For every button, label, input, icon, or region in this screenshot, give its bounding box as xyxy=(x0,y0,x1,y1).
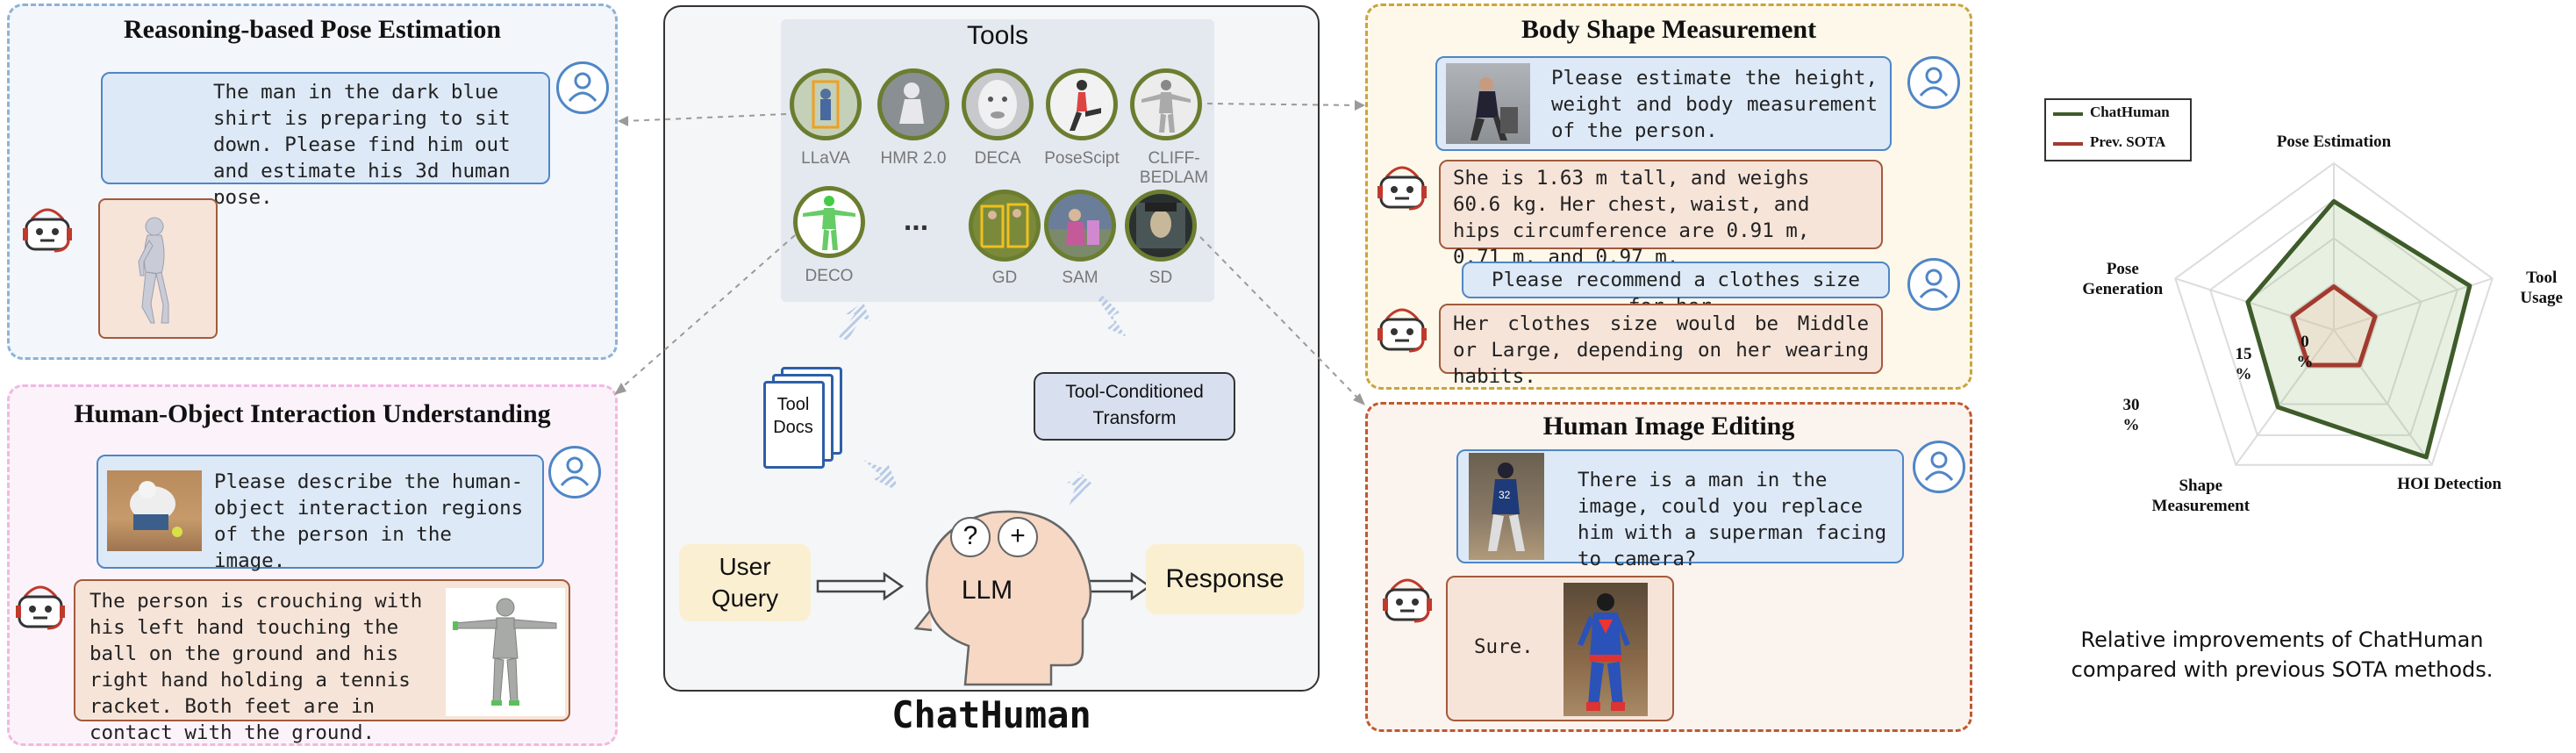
llm-label: LLM xyxy=(961,576,1013,605)
chart-caption: Relative improvements of ChatHuman compa… xyxy=(2071,628,2494,682)
woman-photo xyxy=(1446,63,1530,144)
radar-ring-label: 15 % xyxy=(2235,345,2252,384)
cliff-bedlam-tool-label: CLIFF-BEDLAM xyxy=(1139,149,1209,187)
body-bot-text-2: Her clothes size would be Middle or Larg… xyxy=(1453,312,1869,388)
hmr-tool-label: HMR 2.0 xyxy=(880,149,947,168)
user-avatar-icon xyxy=(556,61,609,114)
radar-axis-label: Pose Generation xyxy=(2082,260,2164,299)
superman-result-photo xyxy=(1563,583,1648,716)
llava-tool-icon xyxy=(790,68,862,140)
robot-icon xyxy=(19,200,75,256)
radar-series-prev-sota xyxy=(2290,284,2378,368)
radar-legend: ChatHuman Prev. SOTA xyxy=(2044,98,2192,161)
svg-text:32: 32 xyxy=(1499,489,1511,501)
robot-icon xyxy=(1374,300,1430,356)
hoi-bot-text: The person is crouching with his left ha… xyxy=(89,590,423,744)
pose-user-bubble: The man in the dark blue shirt is prepar… xyxy=(101,72,550,209)
llm-question-mark: ? xyxy=(962,521,978,550)
llm-plus-mark: + xyxy=(1010,521,1026,550)
sd-tool-label: SD xyxy=(1148,269,1173,287)
radar-axis-label: Pose Estimation xyxy=(2276,133,2392,151)
legend-prev-sota-label: Prev. SOTA xyxy=(2090,133,2166,150)
user-query-box: User Query xyxy=(679,544,811,621)
user-avatar-icon xyxy=(1913,441,1965,493)
baseball-player-photo: 32 xyxy=(1469,453,1544,560)
cliff-bedlam-tool-icon xyxy=(1130,68,1202,140)
robot-icon xyxy=(1374,158,1430,214)
radar-grid-ring xyxy=(2288,282,2379,369)
user-avatar-icon xyxy=(548,446,601,498)
tool-conditioned-transform-box: Tool-Conditioned Transform xyxy=(1034,372,1235,441)
chathuman-title: ChatHuman xyxy=(891,693,1091,736)
hoi-user-text: Please describe the human-object interac… xyxy=(214,470,524,572)
deco-tool-label: DECO xyxy=(805,267,854,285)
body-bot-text: She is 1.63 m tall, and weighs 60.6 kg. … xyxy=(1453,167,1810,269)
robot-icon xyxy=(1379,570,1435,627)
response-box: Response xyxy=(1146,544,1304,614)
hmr-tool-icon xyxy=(877,68,949,140)
edit-bot-text: Sure. xyxy=(1474,635,1534,658)
user-query-label: User Query xyxy=(711,553,779,612)
radar-grid-ring xyxy=(2208,198,2459,436)
radar-ring-label: 30 % xyxy=(2122,396,2140,434)
body-bot-bubble: She is 1.63 m tall, and weighs 60.6 kg. … xyxy=(1439,160,1883,269)
posescript-tool-icon xyxy=(1046,68,1118,140)
radar-grid-ring xyxy=(2245,237,2422,405)
llm-head-icon xyxy=(913,510,1092,686)
legend-chathuman-swatch xyxy=(2053,112,2083,116)
radar-axis-label: Tool Usage xyxy=(2520,269,2563,308)
gd-tool-label: GD xyxy=(991,269,1018,287)
user-avatar-icon xyxy=(1907,56,1960,109)
radar-axis-line xyxy=(2174,277,2335,331)
radar-axis-line xyxy=(2333,277,2494,331)
edit-user-text: There is a man in the image, could you r… xyxy=(1578,469,1887,570)
radar-ring-label: 0 % xyxy=(2296,333,2314,371)
posescript-tool-label: PoseScipt xyxy=(1044,149,1120,168)
radar-series-chathuman xyxy=(2245,198,2472,460)
more-tools-ellipsis: ... xyxy=(903,204,929,237)
radar-axis-line xyxy=(2235,329,2335,466)
edit-panel-title: Human Image Editing xyxy=(1542,412,1795,441)
pose-panel-title: Reasoning-based Pose Estimation xyxy=(123,15,502,44)
llava-tool-label: LLaVA xyxy=(801,149,850,168)
sam-tool-icon xyxy=(1044,190,1116,262)
flow-arrows xyxy=(816,295,1152,601)
radar-chart xyxy=(2174,161,2494,466)
body-panel-title: Body Shape Measurement xyxy=(1521,15,1817,44)
hoi-result-mesh xyxy=(446,588,565,716)
tool-docs-stack xyxy=(760,367,848,472)
hoi-panel-title: Human-Object Interaction Understanding xyxy=(74,399,551,428)
tennis-player-photo xyxy=(107,470,202,551)
radar-axis-line xyxy=(2333,329,2433,466)
user-avatar-icon xyxy=(1907,258,1960,311)
body-user-text: Please estimate the height, weight and b… xyxy=(1551,67,1878,142)
gd-tool-icon xyxy=(969,190,1041,262)
radar-grid-ring xyxy=(2174,161,2494,466)
deca-tool-icon xyxy=(962,68,1034,140)
sam-tool-label: SAM xyxy=(1062,269,1098,287)
response-label: Response xyxy=(1165,564,1284,593)
deca-tool-label: DECA xyxy=(974,149,1021,168)
tool-docs-label: Tool Docs xyxy=(773,395,813,437)
tools-title: Tools xyxy=(966,21,1029,50)
legend-chathuman-label: ChatHuman xyxy=(2090,104,2170,120)
deco-tool-icon xyxy=(793,186,865,258)
pose-result-mesh xyxy=(98,198,218,339)
transform-label: Tool-Conditioned Transform xyxy=(1065,382,1204,428)
radar-axis-label: Shape Measurement xyxy=(2151,476,2250,515)
hoi-bot-bubble: The person is crouching with his left ha… xyxy=(74,579,570,744)
sd-tool-icon xyxy=(1125,190,1197,262)
radar-axis-label: HOI Detection xyxy=(2397,474,2502,493)
legend-prev-sota-swatch xyxy=(2053,142,2083,146)
robot-icon xyxy=(12,577,68,634)
body-bot-bubble-2: Her clothes size would be Middle or Larg… xyxy=(1439,304,1883,388)
body-user-bubble-2: Please recommend a clothes size for her. xyxy=(1462,262,1890,318)
pose-user-text: The man in the dark blue shirt is prepar… xyxy=(213,81,511,209)
